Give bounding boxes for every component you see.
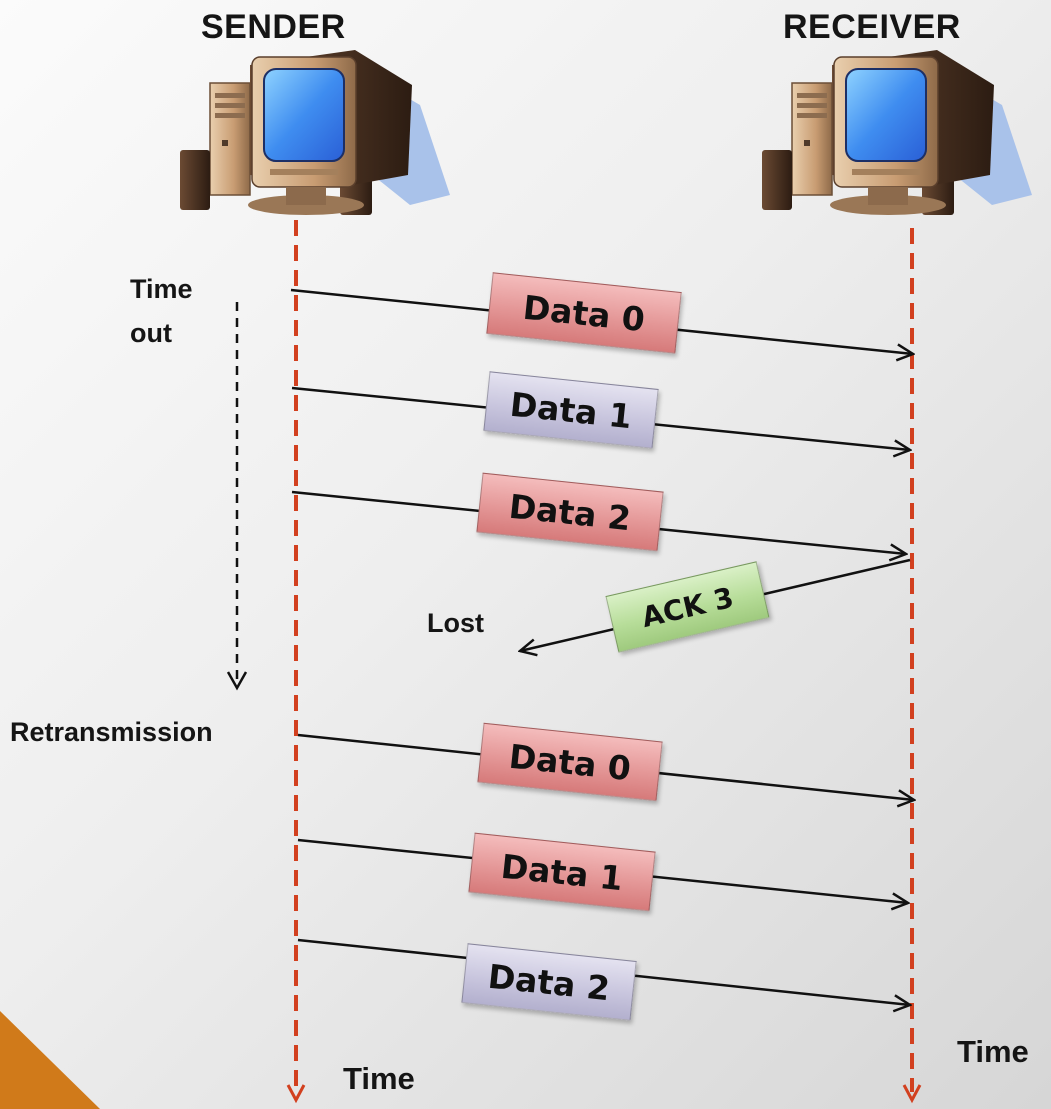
timeout-label-line1: Time (130, 274, 193, 304)
retransmission-label: Retransmission (10, 717, 213, 747)
lost-label: Lost (427, 608, 484, 638)
sender-timeline (286, 220, 306, 1104)
receiver-computer-icon (762, 49, 1032, 216)
timeout-label-line2: out (130, 318, 172, 348)
timeout-arrow (226, 302, 248, 691)
receiver-time-label: Time (957, 1034, 1029, 1069)
sender-label: SENDER (201, 8, 346, 46)
receiver-timeline (902, 228, 922, 1104)
receiver-label: RECEIVER (783, 8, 961, 46)
sender-time-label: Time (343, 1061, 415, 1096)
sender-computer-icon (180, 49, 450, 216)
